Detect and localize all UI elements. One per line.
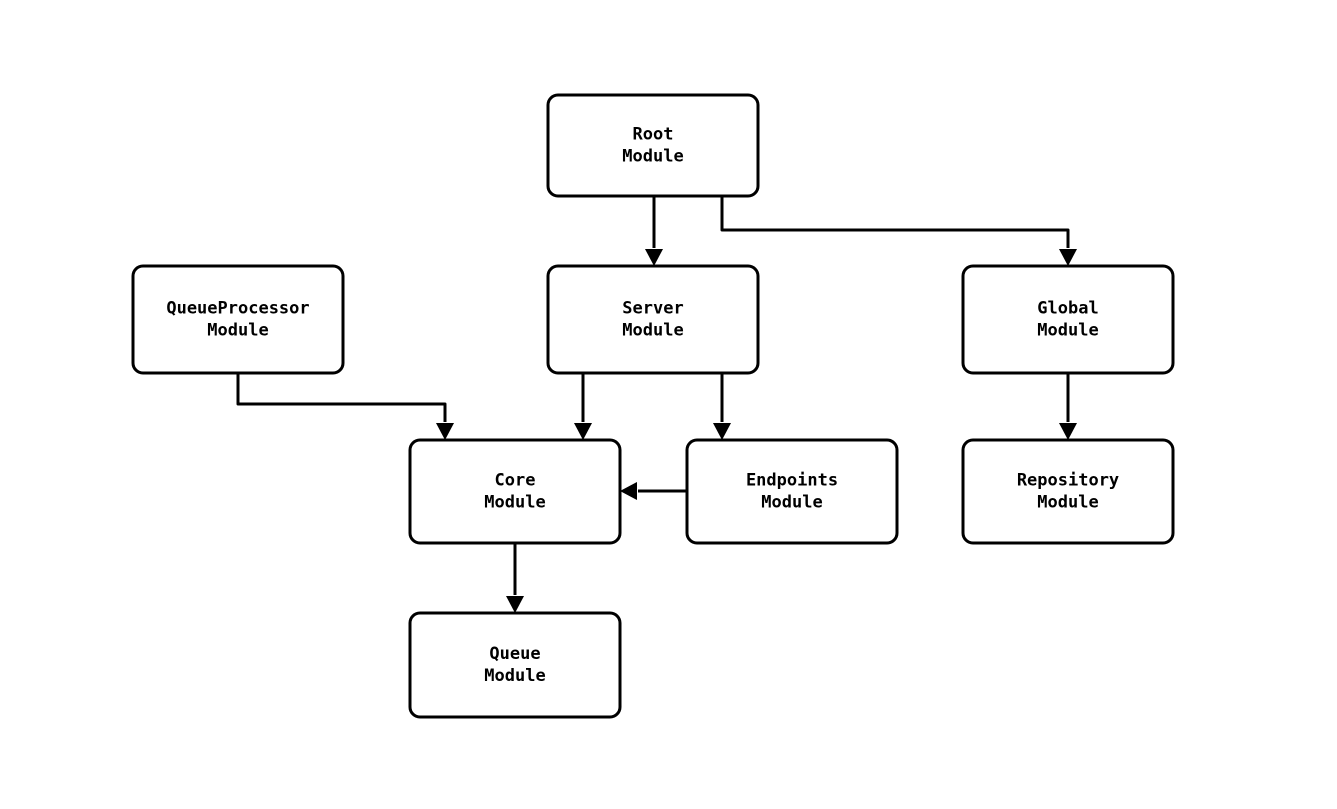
node-box[interactable] bbox=[961, 438, 1175, 545]
node-label-line2: Module bbox=[1037, 493, 1098, 513]
node-label-line1: Queue bbox=[489, 644, 540, 664]
node-label-line1: Core bbox=[495, 471, 536, 491]
edges-layer bbox=[236, 196, 1077, 613]
edge-core-to-queue bbox=[506, 543, 524, 613]
edge-global-to-repository bbox=[1059, 373, 1077, 440]
edge-root-to-global bbox=[720, 196, 1077, 266]
edge-root-to-server bbox=[645, 196, 663, 266]
arrow-head-icon bbox=[620, 482, 637, 500]
node-box[interactable] bbox=[546, 93, 760, 198]
node-label-line1: Root bbox=[633, 125, 674, 145]
edge-line bbox=[720, 196, 1070, 248]
node-label-line1: Global bbox=[1037, 299, 1098, 319]
node-label-line2: Module bbox=[761, 493, 822, 513]
node-label-line2: Module bbox=[622, 321, 683, 341]
node-label-line2: Module bbox=[484, 666, 545, 686]
node-box[interactable] bbox=[961, 264, 1175, 375]
arrow-head-icon bbox=[574, 423, 592, 440]
node-label-line2: Module bbox=[1037, 321, 1098, 341]
edge-server-to-endpoints bbox=[713, 373, 731, 440]
node-box[interactable] bbox=[408, 438, 622, 545]
node-box[interactable] bbox=[685, 438, 899, 545]
arrow-head-icon bbox=[506, 596, 524, 613]
edge-server-to-core bbox=[574, 373, 592, 440]
edge-queueprocessor-to-core bbox=[236, 373, 454, 440]
arrow-head-icon bbox=[1059, 423, 1077, 440]
node-box[interactable] bbox=[546, 264, 760, 375]
node-label-line1: Endpoints bbox=[746, 471, 838, 491]
node-label-line2: Module bbox=[484, 493, 545, 513]
arrow-head-icon bbox=[436, 423, 454, 440]
edge-endpoints-to-core bbox=[620, 482, 687, 500]
node-box[interactable] bbox=[131, 264, 345, 375]
node-label-line2: Module bbox=[622, 147, 683, 167]
edge-line bbox=[236, 373, 447, 422]
node-label-line2: Module bbox=[207, 321, 268, 341]
node-label-line1: Server bbox=[622, 299, 683, 319]
node-label-line1: QueueProcessor bbox=[166, 299, 309, 319]
arrow-head-icon bbox=[713, 423, 731, 440]
arrow-head-icon bbox=[1059, 249, 1077, 266]
arrow-head-icon bbox=[645, 249, 663, 266]
node-box[interactable] bbox=[408, 611, 622, 719]
node-label-line1: Repository bbox=[1017, 471, 1119, 491]
